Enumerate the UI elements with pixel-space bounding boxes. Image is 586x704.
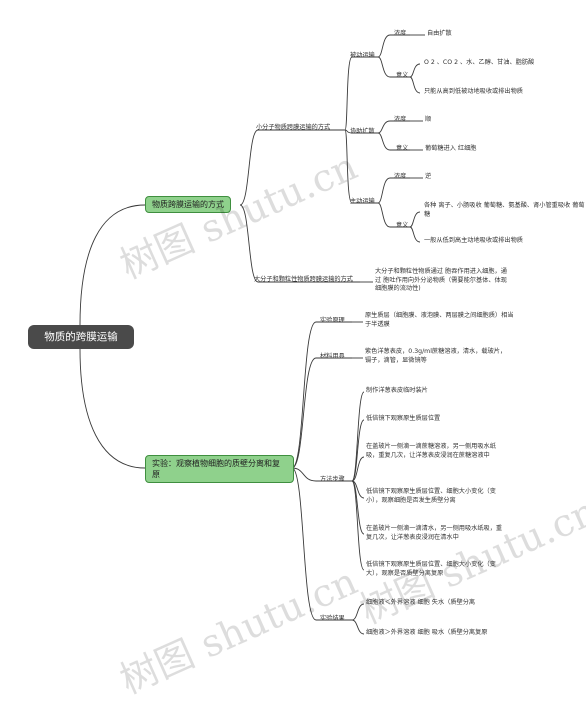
node-active-note[interactable]: 一般从低到高主动地吸收或排出物质 bbox=[424, 237, 523, 244]
node-free-diffusion[interactable]: 自由扩散 bbox=[427, 30, 452, 37]
node-passive-examples[interactable]: O 2 、CO 2 、水、乙醇、甘油、脂肪酸 bbox=[424, 59, 535, 66]
branch-plasmolysis-experiment[interactable]: 实验：观察植物细胞的质壁分离和复原 bbox=[145, 455, 294, 483]
node-small-molecule-transport[interactable]: 小分子物质跨膜运输的方式 bbox=[256, 124, 331, 131]
node-materials-desc[interactable]: 紫色洋葱表皮，0.3g/ml蔗糖溶液，清水，载玻片，镊子，滴管，显微镜等 bbox=[365, 348, 507, 364]
node-active-transport[interactable]: 主动运输 bbox=[350, 198, 375, 205]
connector-lines bbox=[79, 34, 425, 635]
branch-transport-methods[interactable]: 物质跨膜运输的方式 bbox=[145, 196, 231, 213]
step-5[interactable]: 在盖玻片一侧滴一滴清水，另一侧用吸水纸吸，重复几次，让洋葱表皮浸润在清水中 bbox=[366, 525, 503, 541]
root-node[interactable]: 物质的跨膜运输 bbox=[28, 325, 134, 349]
node-procedure[interactable]: 方法步骤 bbox=[320, 476, 345, 483]
node-passive-note[interactable]: 只能从高到低被动地吸收或排出物质 bbox=[424, 88, 523, 95]
node-facilitated-meaning[interactable]: 意义 bbox=[396, 145, 409, 152]
node-facilitated-example[interactable]: 葡萄糖进入 红细胞 bbox=[425, 145, 477, 152]
step-6[interactable]: 低倍镜下观察原生质层位置、细胞大小变化（变大），观察是否质壁分离复原 bbox=[366, 561, 496, 577]
node-large-molecule-desc[interactable]: 大分子和颗粒性物质通过 胞吞作用进入细胞，通过 胞吐作用向外分泌物质（需要能尔基… bbox=[375, 268, 507, 293]
step-2[interactable]: 低倍镜下观察原生质层位置 bbox=[366, 415, 441, 422]
node-active-concentration[interactable]: 浓度 bbox=[394, 173, 407, 180]
node-active-examples[interactable]: 各种 离子、小肠吸收 葡萄糖、氨基酸、肾小管重吸收 葡萄糖 bbox=[424, 202, 585, 218]
node-facilitated-diffusion[interactable]: 协助扩散 bbox=[350, 128, 375, 135]
node-principle-desc[interactable]: 原生质层（细胞膜、液泡膜、两层膜之间细胞质）相当于半透膜 bbox=[365, 312, 514, 328]
node-passive-concentration[interactable]: 浓度 bbox=[394, 30, 407, 37]
node-passive-meaning[interactable]: 意义 bbox=[396, 72, 409, 79]
node-large-molecule-transport[interactable]: 大分子和颗粒性物质跨膜运输的方式 bbox=[254, 276, 353, 283]
result-1[interactable]: 细胞液＜外界溶液 细胞 失水（质壁分离 bbox=[366, 599, 476, 606]
step-4[interactable]: 低倍镜下观察原生质层位置、细胞大小变化（变小），观察细胞是否发生质壁分离 bbox=[366, 488, 496, 504]
step-3[interactable]: 在盖玻片一侧滴一滴蔗糖溶液，另一侧用吸水纸吸，重复几次，让洋葱表皮浸润在蔗糖溶液… bbox=[366, 443, 496, 459]
node-results[interactable]: 实验结果 bbox=[320, 615, 345, 622]
node-passive-transport[interactable]: 被动运输 bbox=[350, 52, 375, 59]
step-1[interactable]: 制作洋葱表皮临时装片 bbox=[366, 387, 428, 394]
node-materials[interactable]: 材料用具 bbox=[320, 353, 345, 360]
node-facilitated-concentration[interactable]: 浓度 bbox=[394, 116, 407, 123]
node-experiment-principle[interactable]: 实验原理 bbox=[320, 317, 345, 324]
node-active-direction[interactable]: 逆 bbox=[425, 173, 432, 180]
node-facilitated-direction[interactable]: 顺 bbox=[425, 116, 432, 123]
result-2[interactable]: 细胞液＞外界溶液 细胞 吸水（质壁分离复原 bbox=[366, 629, 488, 636]
node-active-meaning[interactable]: 意义 bbox=[396, 222, 409, 229]
